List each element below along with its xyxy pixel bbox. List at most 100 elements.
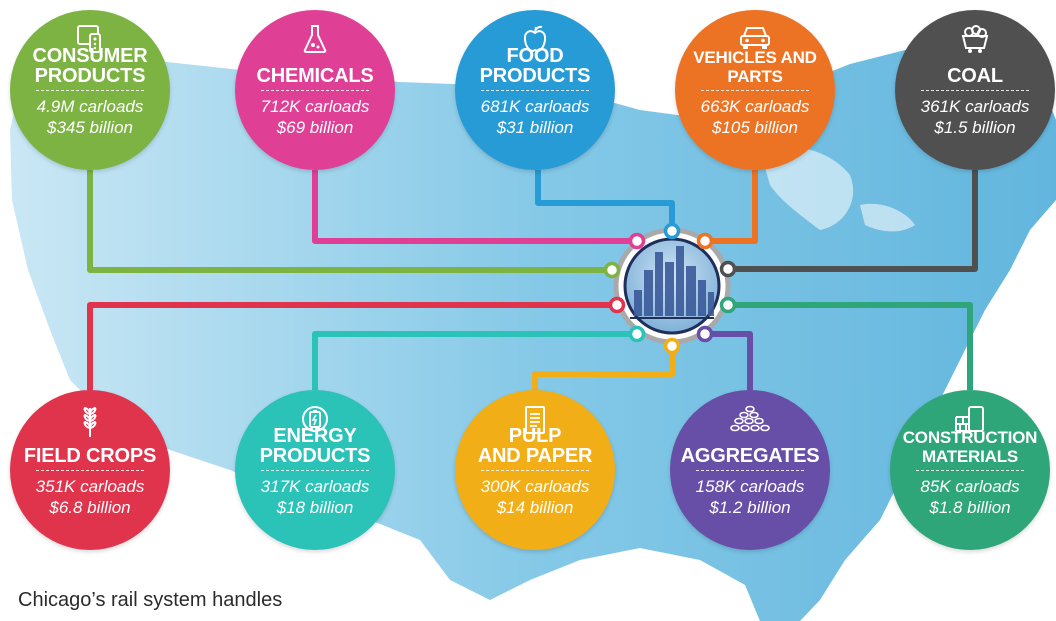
vehicles-and-parts-carloads: 663K carloads	[700, 97, 810, 116]
construction-materials-carloads: 85K carloads	[920, 477, 1020, 496]
field-crops-route	[87, 302, 617, 390]
flask-icon	[235, 24, 395, 54]
construction-materials-route	[728, 302, 973, 390]
pulp-and-paper-carloads: 300K carloads	[480, 477, 590, 496]
car-icon	[675, 24, 835, 54]
rail-routes	[87, 170, 978, 390]
wheat-icon	[10, 404, 170, 437]
chemicals-junction	[628, 232, 646, 250]
coal-junction	[719, 260, 737, 278]
title-line: AND PAPER	[477, 445, 593, 467]
energy-products-value: $18 billion	[276, 498, 354, 517]
dashed-divider	[36, 470, 144, 471]
chemicals-title: CHEMICALS	[241, 66, 389, 86]
coal-carloads: 361K carloads	[920, 97, 1030, 116]
field-crops-bubble: FIELD CROPS 351K carloads $6.8 billion	[10, 390, 170, 550]
coal-bubble: COAL 361K carloads $1.5 billion	[895, 10, 1055, 170]
field-crops-carloads: 351K carloads	[35, 477, 145, 496]
aggregates-value: $1.2 billion	[709, 498, 791, 517]
rocks-icon	[670, 404, 830, 434]
battery-icon	[235, 404, 395, 434]
title-line: FIELD CROPS	[23, 445, 157, 467]
title-line: PRODUCTS	[479, 65, 591, 87]
title-line: COAL	[947, 65, 1003, 87]
chemicals-carloads: 712K carloads	[260, 97, 370, 116]
aggregates-route	[705, 331, 753, 390]
vehicles-and-parts-junction	[696, 232, 714, 250]
dashed-divider	[261, 90, 369, 91]
consumer-products-value: $345 billion	[46, 118, 133, 137]
title-line: ENERGY	[273, 425, 357, 447]
energy-products-junction	[628, 325, 646, 343]
consumer-products-carloads: 4.9M carloads	[36, 97, 144, 116]
energy-products-route	[312, 331, 637, 390]
aggregates-junction	[696, 325, 714, 343]
aggregates-bubble: AGGREGATES 158K carloads $1.2 billion	[670, 390, 830, 550]
paper-icon	[455, 404, 615, 434]
title-line: VEHICLES AND	[693, 48, 817, 67]
dashed-divider	[36, 90, 144, 91]
coal-value: $1.5 billion	[934, 118, 1016, 137]
energy-products-carloads: 317K carloads	[260, 477, 370, 496]
field-crops-junction	[608, 296, 626, 314]
dashed-divider	[696, 470, 804, 471]
vehicles-and-parts-route	[705, 170, 758, 244]
aggregates-title: AGGREGATES	[676, 446, 824, 466]
chemicals-route	[312, 170, 637, 244]
title-line: PARTS	[727, 67, 783, 86]
dashed-divider	[701, 90, 809, 91]
title-line: CONSUMER	[32, 45, 148, 67]
construction-materials-junction	[719, 296, 737, 314]
food-products-route	[535, 170, 675, 231]
title-line: PRODUCTS	[34, 65, 146, 87]
consumer-products-junction	[603, 261, 621, 279]
title-line: PULP	[508, 425, 562, 447]
apple-icon	[455, 24, 615, 54]
chemicals-value: $69 billion	[276, 118, 354, 137]
food-products-junction	[663, 222, 681, 240]
title-line: CHEMICALS	[256, 65, 374, 87]
coal-title: COAL	[901, 66, 1049, 86]
remote-icon	[10, 24, 170, 54]
bricks-icon	[890, 404, 1050, 434]
construction-materials-value: $1.8 billion	[929, 498, 1011, 517]
footer-caption: Chicago’s rail system handles	[18, 589, 283, 611]
route-junctions	[603, 222, 737, 355]
coal-cart-icon	[895, 24, 1055, 54]
pulp-and-paper-value: $14 billion	[496, 498, 574, 517]
skyline-icon	[634, 246, 714, 316]
chicago-hub	[613, 227, 731, 345]
dashed-divider	[481, 90, 589, 91]
vehicles-and-parts-value: $105 billion	[711, 118, 798, 137]
aggregates-carloads: 158K carloads	[695, 477, 805, 496]
dashed-divider	[921, 90, 1029, 91]
coal-route	[728, 170, 978, 272]
field-crops-value: $6.8 billion	[49, 498, 131, 517]
field-crops-title: FIELD CROPS	[16, 446, 164, 466]
dashed-divider	[916, 470, 1024, 471]
food-products-carloads: 681K carloads	[480, 97, 590, 116]
great-lakes	[760, 146, 915, 232]
food-products-value: $31 billion	[496, 118, 574, 137]
dashed-divider	[481, 470, 589, 471]
pulp-and-paper-junction	[663, 337, 681, 355]
title-line: PRODUCTS	[259, 445, 371, 467]
consumer-products-route	[87, 170, 612, 273]
title-line: AGGREGATES	[680, 445, 820, 467]
chemicals-bubble: CHEMICALS 712K carloads $69 billion	[235, 10, 395, 170]
title-line: FOOD	[506, 45, 564, 67]
dashed-divider	[261, 470, 369, 471]
title-line: CONSTRUCTION	[902, 428, 1038, 447]
